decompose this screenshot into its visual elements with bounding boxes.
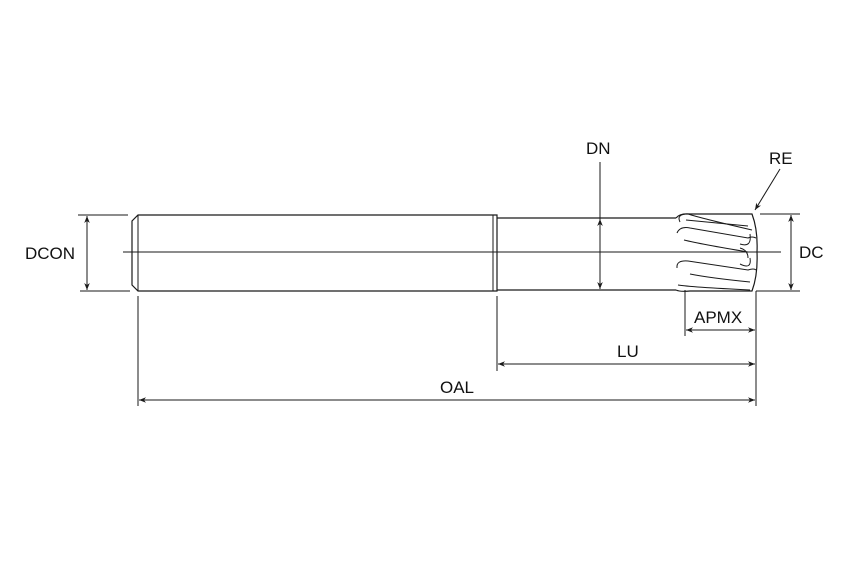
dcon-label: DCON: [25, 244, 75, 263]
neck: [497, 217, 676, 291]
re-dimension: RE: [754, 149, 793, 211]
shank: [131, 214, 498, 292]
cutting-head: [675, 213, 758, 292]
lu-dimension: LU: [498, 342, 755, 367]
dcon-dimension: DCON: [25, 214, 130, 292]
dn-label: DN: [586, 139, 611, 158]
apmx-label: APMX: [694, 308, 742, 327]
re-label: RE: [769, 149, 793, 168]
apmx-dimension: APMX: [686, 308, 755, 333]
oal-label: OAL: [440, 378, 474, 397]
dc-dimension: DC: [756, 213, 824, 292]
dn-dimension: DN: [586, 139, 611, 289]
dc-label: DC: [799, 243, 824, 262]
lu-label: LU: [617, 342, 639, 361]
oal-dimension: OAL: [139, 378, 755, 403]
